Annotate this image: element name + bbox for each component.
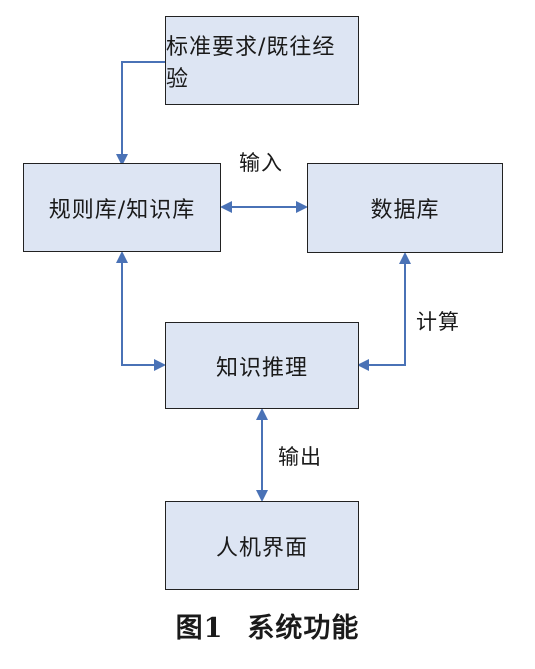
edge-standards-to-knowledge-base bbox=[116, 61, 165, 166]
figure-number: 图1 bbox=[175, 613, 224, 644]
node-knowledge-base-label: 规则库/知识库 bbox=[48, 197, 196, 223]
node-database-label: 数据库 bbox=[370, 198, 440, 223]
edge-knowledge-base-inference bbox=[116, 251, 166, 371]
node-standards-label: 标准要求/既往经验 bbox=[166, 34, 336, 92]
node-inference: 知识推理 bbox=[165, 322, 359, 409]
edge-label-output: 输出 bbox=[278, 445, 322, 469]
node-standards: 标准要求/既往经验 bbox=[165, 16, 359, 105]
node-database: 数据库 bbox=[307, 163, 503, 253]
figure-title: 系统功能 bbox=[247, 613, 360, 644]
edge-database-inference bbox=[357, 252, 411, 371]
node-interface-label: 人机界面 bbox=[215, 535, 308, 561]
node-inference-label: 知识推理 bbox=[215, 355, 308, 381]
edge-label-compute: 计算 bbox=[416, 310, 460, 334]
figure-caption: 图1 系统功能 bbox=[0, 606, 535, 645]
node-knowledge-base: 规则库/知识库 bbox=[23, 163, 221, 252]
edge-label-input: 输入 bbox=[239, 151, 283, 175]
node-interface: 人机界面 bbox=[165, 501, 359, 590]
